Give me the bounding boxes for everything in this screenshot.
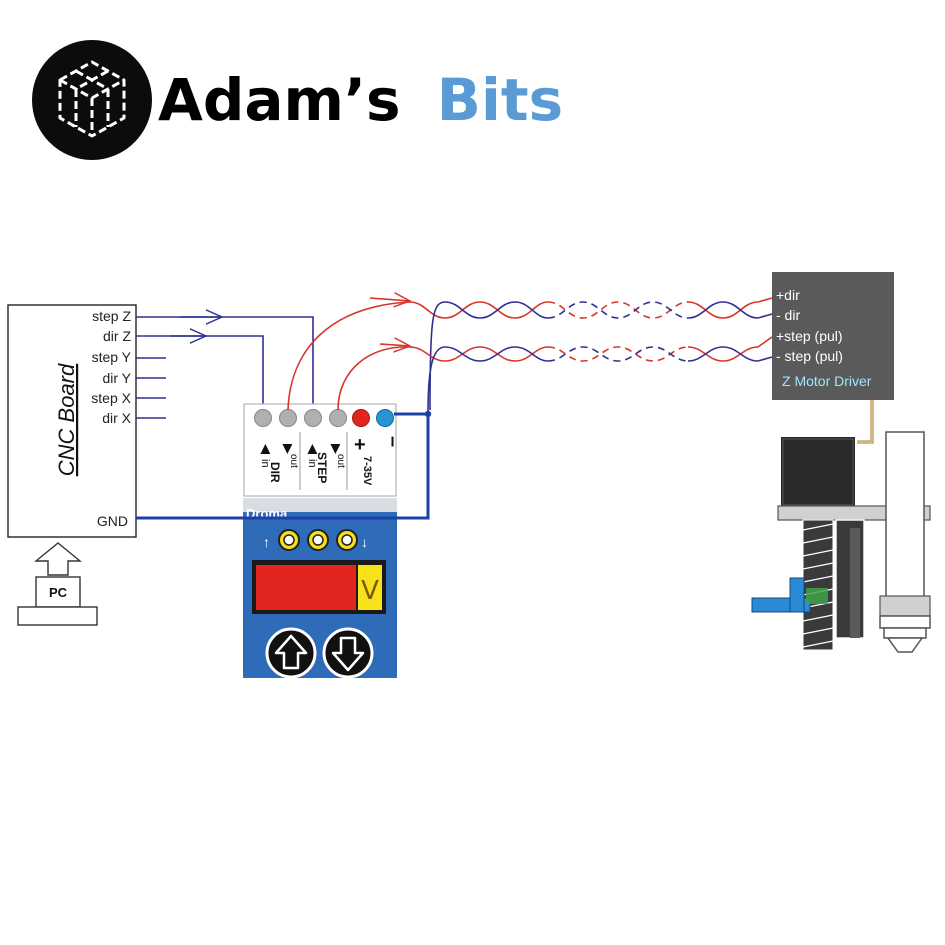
label-voltage: 7-35V — [361, 456, 373, 486]
module-labels: ◀ in ▶ out DIR ◀ in ▶ out STEP + – 7-35V — [259, 434, 404, 486]
unused-pin-stubs — [136, 357, 166, 419]
up-arrow-icon — [274, 634, 308, 670]
up-button[interactable] — [265, 627, 317, 679]
label-dir-out: out — [288, 454, 299, 468]
down-arrow-small-icon: ↓ — [361, 534, 368, 550]
motor-driver-box — [772, 272, 894, 400]
brand-name-accent: Bits — [437, 66, 563, 134]
signal-wires — [136, 317, 314, 412]
pc-label: PC — [49, 585, 68, 600]
display-unit — [358, 565, 382, 610]
display-unit-label: V — [361, 576, 379, 606]
cnc-board-title: CNC Board — [54, 363, 79, 476]
down-arrow-icon — [331, 636, 365, 672]
up-arrow-icon — [34, 542, 82, 576]
terminal-step-out — [329, 409, 347, 427]
terminal-minus — [376, 409, 394, 427]
pc-block: PC — [17, 542, 98, 626]
up-arrow-small-icon: ↑ — [263, 534, 270, 550]
hotend-nozzle — [879, 615, 931, 653]
stepper-motor — [779, 435, 857, 509]
driver-input-minus-step: - step (pul) — [776, 348, 843, 364]
label-step: STEP — [315, 452, 329, 483]
pin-label-gnd: GND — [97, 513, 128, 529]
label-dir: DIR — [268, 462, 282, 483]
arrow-out-step-icon: ▶ — [329, 444, 344, 454]
wire-dir-z — [136, 335, 264, 412]
green-coupler — [806, 588, 828, 604]
terminal-step-in — [304, 409, 322, 427]
terminal-dir-out — [279, 409, 297, 427]
pin-label-dir-z: dir Z — [103, 328, 131, 344]
terminal-plus — [352, 409, 370, 427]
z-axis-assembly — [751, 431, 931, 653]
arrow-in-dir-icon: ◀ — [259, 444, 274, 454]
arrow-out-dir-icon: ▶ — [281, 444, 296, 454]
arrow-in-step-icon: ◀ — [306, 444, 321, 454]
cnc-board-box — [7, 304, 137, 538]
pin-label-step-y: step Y — [92, 349, 132, 365]
display-readout — [256, 565, 356, 610]
output-arrows — [369, 298, 410, 346]
module-buttons-row: ↑ ↓ — [263, 529, 368, 551]
driver-input-minus-dir: - dir — [776, 307, 800, 323]
motor-cable — [856, 400, 874, 444]
brand-name-primary: Adam’s — [158, 66, 401, 134]
label-plus: + — [354, 434, 366, 456]
pin-label-dir-x: dir X — [102, 410, 131, 426]
driver-input-plus-dir: +dir — [776, 287, 800, 303]
label-step-in: in — [306, 459, 318, 468]
pin-label-dir-y: dir Y — [102, 370, 131, 386]
down-button[interactable] — [322, 627, 374, 679]
brand-name: Adam’s Bits — [158, 66, 563, 134]
lead-screw-threads — [802, 523, 834, 648]
pin-label-step-x: step X — [91, 390, 131, 406]
twisted-pair-dir — [409, 297, 773, 411]
linear-rod — [885, 431, 925, 615]
driver-input-plus-step: +step (pul) — [776, 328, 843, 344]
twisted-pair-step — [409, 336, 773, 415]
pin-label-step-z: step Z — [92, 308, 131, 324]
output-red-wires — [287, 301, 411, 411]
terminal-dir-in — [254, 409, 272, 427]
label-dir-in: in — [259, 459, 271, 468]
pc-base — [17, 606, 98, 626]
cube-icon — [58, 60, 126, 138]
motor-driver-title: Z Motor Driver — [782, 373, 872, 389]
motor-driver: +dir - dir +step (pul) - step (pul) Z Mo… — [772, 272, 894, 400]
label-step-out: out — [335, 454, 346, 468]
label-minus: – — [382, 436, 404, 447]
cnc-board: CNC Board step Z dir Z step Y dir Y step… — [7, 304, 166, 538]
signal-module: ◀ in ▶ out DIR ◀ in ▶ out STEP + – 7-35V… — [243, 403, 404, 679]
brand-logo: Adam’s Bits — [32, 40, 563, 160]
